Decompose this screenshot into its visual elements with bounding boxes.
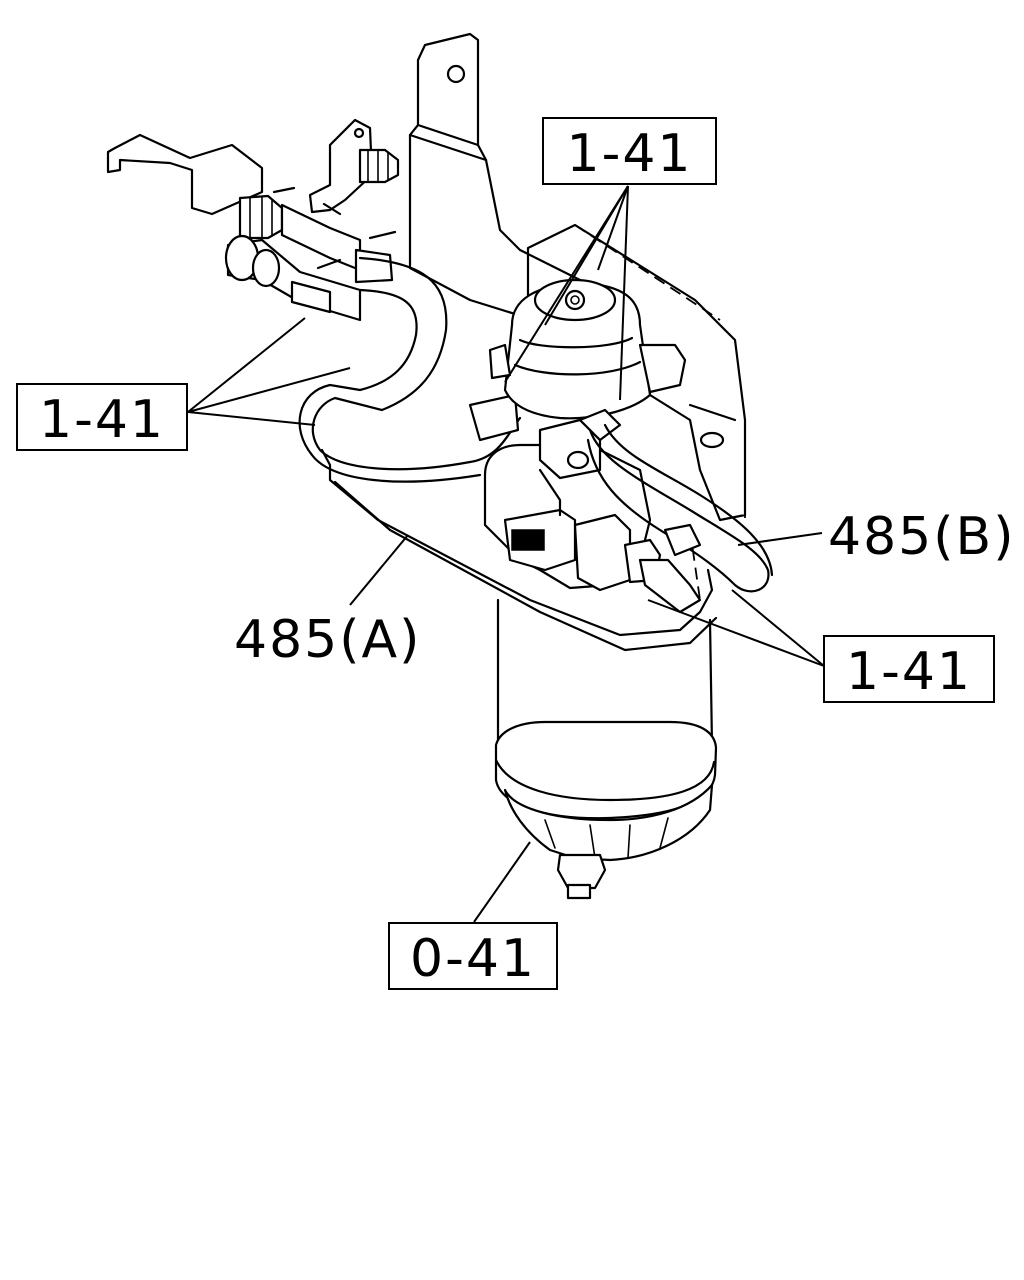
callout-left: 1-41 [16,383,188,451]
callout-right: 1-41 [823,635,995,703]
hose-485a [298,256,718,652]
label-hose-a: 485(A) [234,610,421,670]
leader-lines [187,185,825,923]
mounting-bracket [408,32,747,522]
label-hose-b: 485(B) [828,507,1016,567]
upper-left-bracket [106,118,400,240]
filter-bowl [494,598,718,900]
hose-485b [578,408,774,614]
callout-bottom-text: 0-41 [410,929,536,989]
valve-block [483,418,662,592]
callout-left-text: 1-41 [39,390,165,450]
filter-head [488,278,687,420]
callout-bottom: 0-41 [388,922,558,990]
callout-right-text: 1-41 [846,642,972,702]
callout-top: 1-41 [542,117,717,185]
callout-top-text: 1-41 [566,124,692,184]
